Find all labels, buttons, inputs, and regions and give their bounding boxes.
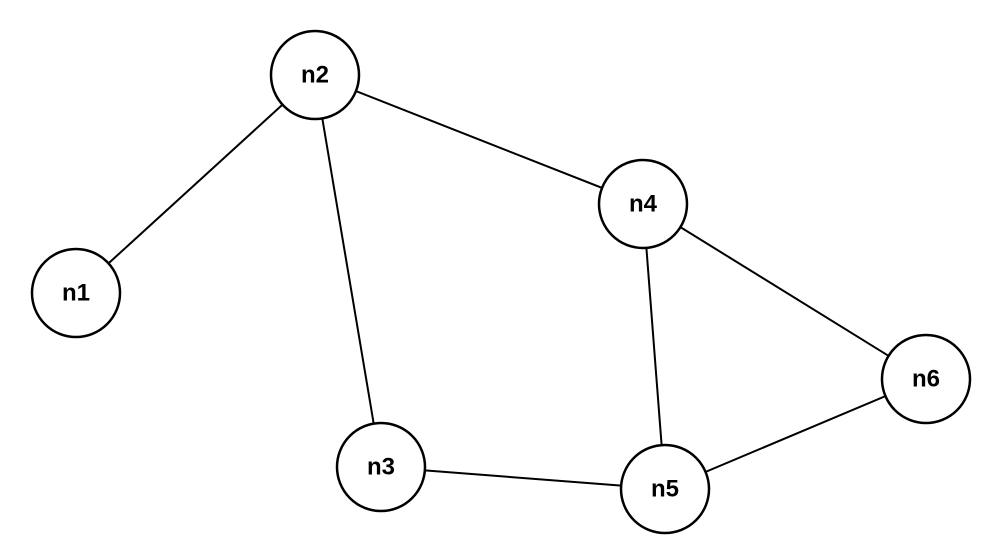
node-circle-n4[interactable] — [597, 158, 689, 250]
node-label-n2: n2 — [301, 62, 329, 89]
node-circle-n3[interactable] — [335, 421, 427, 513]
node-n6[interactable]: n6 — [880, 333, 972, 425]
node-label-n6: n6 — [912, 366, 940, 393]
node-circle-n2[interactable] — [269, 29, 361, 121]
edge-n4-n5 — [642, 203, 666, 490]
node-label-n1: n1 — [62, 280, 90, 307]
edge-n2-n4 — [314, 74, 644, 205]
edge-n5-n6 — [664, 378, 927, 490]
node-label-n3: n3 — [367, 454, 395, 481]
edge-n2-n3 — [314, 74, 382, 468]
node-n4[interactable]: n4 — [597, 158, 689, 250]
node-n5[interactable]: n5 — [619, 443, 711, 535]
node-n3[interactable]: n3 — [335, 421, 427, 513]
node-label-n5: n5 — [651, 476, 679, 503]
node-circle-n6[interactable] — [880, 333, 972, 425]
edge-n3-n5 — [380, 466, 666, 490]
node-label-n4: n4 — [629, 191, 658, 218]
node-n1[interactable]: n1 — [30, 247, 122, 339]
node-n2[interactable]: n2 — [269, 29, 361, 121]
edge-n1-n2 — [75, 74, 316, 294]
node-circle-n1[interactable] — [30, 247, 122, 339]
edge-n4-n6 — [642, 203, 927, 380]
node-circle-n5[interactable] — [619, 443, 711, 535]
